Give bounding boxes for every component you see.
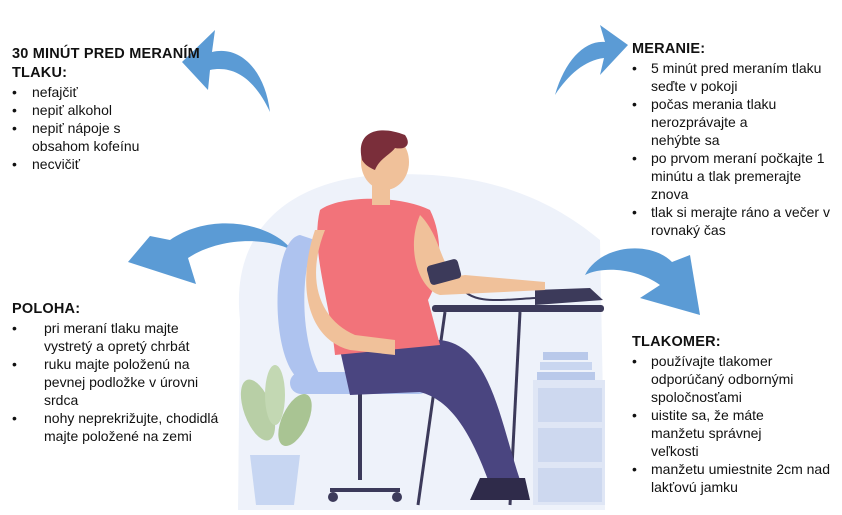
list-item: manžetu umiestnite 2cm nad lakťovú jamku [632, 460, 836, 496]
plant [240, 365, 312, 505]
list-item: uistite sa, že máte manžetu správnej veľ… [632, 406, 801, 460]
arrow-right-icon [585, 248, 700, 315]
section-measurement: MERANIE: 5 minút pred meraním tlaku seďt… [632, 40, 832, 239]
person [306, 130, 545, 500]
arrow-top-left-icon [182, 30, 270, 112]
section-title: POLOHA: [12, 301, 81, 317]
list-item: nefajčiť [12, 83, 212, 101]
arrow-top-right-icon [555, 25, 628, 95]
list-item: nepiť alkohol [12, 101, 212, 119]
list-item: ruku majte položenú na pevnej podložke v… [12, 355, 219, 409]
list-item: nepiť nápoje s obsahom kofeínu [12, 119, 162, 155]
list-item: tlak si merajte ráno a večer v rovnaký č… [632, 203, 831, 239]
section-device: TLAKOMER: používajte tlakomer odporúčaný… [632, 333, 832, 496]
arrow-left-icon [128, 223, 292, 284]
section-position: POLOHA: pri meraní tlaku majte vystretý … [12, 300, 234, 445]
section-title: MERANIE: [632, 41, 706, 57]
list-item: 5 minút pred meraním tlaku seďte v pokoj… [632, 59, 831, 95]
list-item: necvičiť [12, 155, 212, 173]
list-item: nohy neprekrižujte, chodidlá majte polož… [12, 409, 244, 445]
list-item: počas merania tlaku nerozprávajte a nehý… [632, 95, 801, 149]
section-title: 30 MINÚT PRED MERANÍM TLAKU: [12, 46, 200, 81]
list-item: po prvom meraní počkajte 1 minútu a tlak… [632, 149, 836, 203]
section-before-measurement: 30 MINÚT PRED MERANÍM TLAKU: nefajčiť ne… [12, 45, 212, 173]
list-item: používajte tlakomer odporúčaný odbornými… [632, 352, 826, 406]
list-item: pri meraní tlaku majte vystretý a opretý… [12, 319, 224, 355]
desk [416, 305, 605, 506]
section-title: TLAKOMER: [632, 334, 721, 350]
